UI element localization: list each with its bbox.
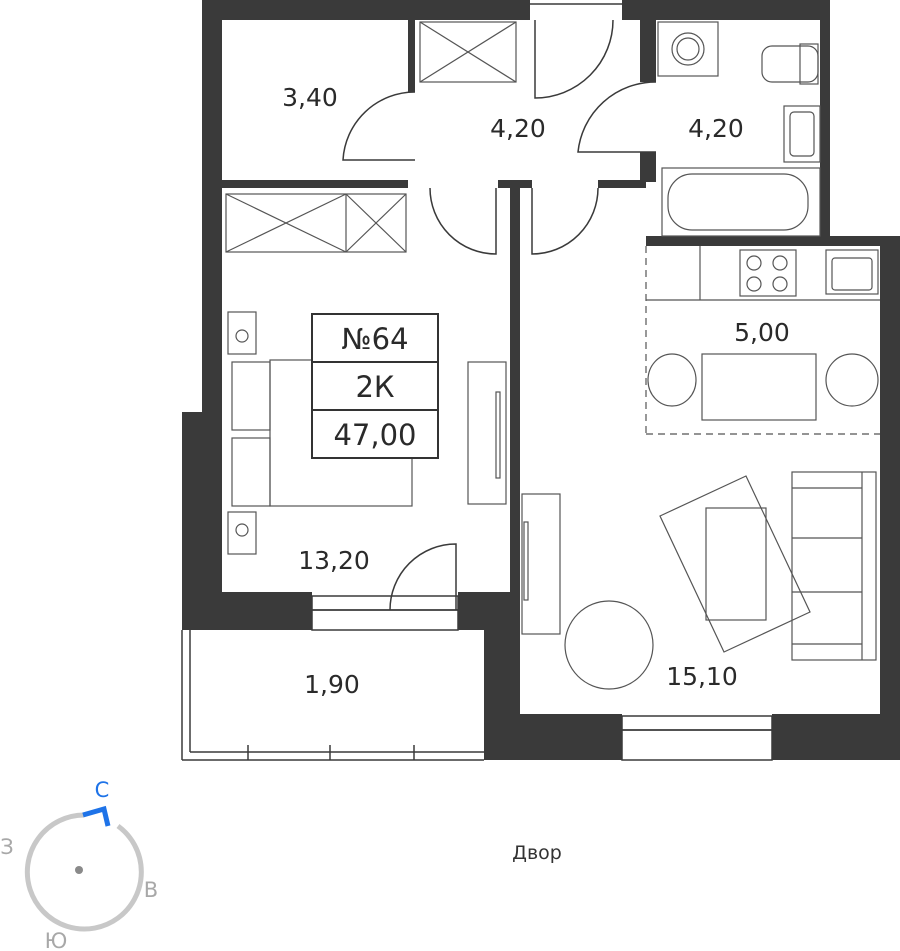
room-living-area: 15,10: [666, 662, 738, 691]
room-storage-area: 3,40: [282, 83, 338, 112]
compass-west-label: З: [0, 835, 13, 859]
apartment-total-area: 47,00: [333, 418, 416, 452]
compass-center-dot: [75, 866, 83, 874]
balcony-railing: [181, 630, 484, 761]
furniture: [225, 21, 880, 690]
room-balcony-area: 1,90: [304, 670, 360, 699]
compass-north-marker: [82, 805, 111, 827]
apartment-number: №64: [341, 322, 408, 356]
room-labels: 3,40 4,20 4,20 5,00 13,20 1,90 15,10: [282, 83, 790, 699]
room-hall-area: 4,20: [490, 114, 546, 143]
windows: [311, 3, 773, 761]
yard-label: Двор: [512, 842, 562, 864]
walls: [182, 0, 900, 760]
apartment-info-box: №64 2К 47,00: [311, 313, 439, 459]
compass-east-label: В: [144, 878, 158, 902]
room-bedroom-area: 13,20: [298, 546, 370, 575]
compass-south-label: Ю: [45, 929, 68, 951]
doors: [342, 19, 657, 611]
compass-north-label: С: [95, 778, 110, 802]
compass-ring: [24, 812, 144, 932]
apartment-type: 2К: [355, 370, 394, 404]
room-bathroom-area: 4,20: [688, 114, 744, 143]
compass: С З В Ю: [0, 778, 158, 951]
room-kitchen-area: 5,00: [734, 318, 790, 347]
